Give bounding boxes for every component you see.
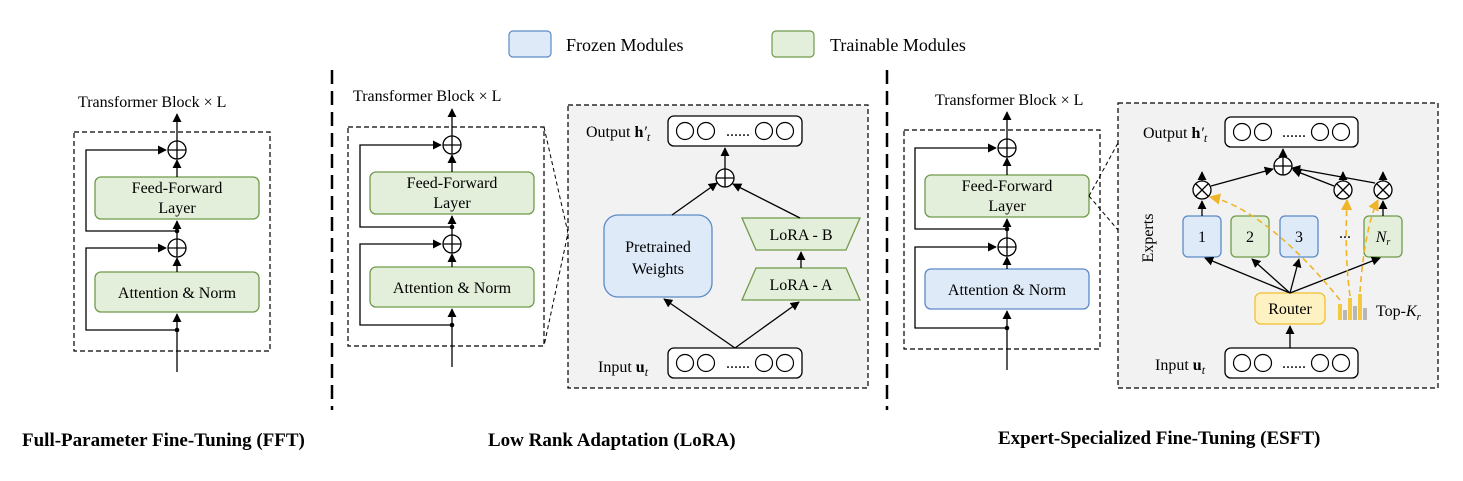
esft-router-label: Router: [1268, 301, 1312, 318]
lora-block-frame: [347, 126, 545, 347]
esft-topk-label: Top-Kr: [1376, 303, 1422, 323]
esft-gates: [1192, 180, 1393, 200]
expert-label-3: 3: [1295, 229, 1303, 246]
legend-frozen-swatch: [508, 30, 552, 58]
lora-input-dots: ......: [726, 355, 750, 372]
lora-ffn-line2: Layer: [433, 195, 471, 212]
esft-caption: Expert-Specialized Fine-Tuning (ESFT): [998, 428, 1320, 449]
esft-block-frame: [903, 129, 1101, 350]
legend-frozen-label: Frozen Modules: [566, 35, 683, 55]
routing-weight-arrow-1: [1208, 193, 1341, 301]
esft-experts-label: Experts: [1140, 214, 1157, 263]
expert-label-1: 1: [1198, 229, 1206, 246]
fft-attention-norm-label: Attention & Norm: [118, 285, 237, 302]
expert-label-2: 2: [1246, 229, 1254, 246]
lora-a-label: LoRA - A: [769, 277, 833, 294]
esft-block-label: Transformer Block × L: [935, 92, 1083, 109]
fft-block-frame: [73, 131, 271, 352]
lora-output-label: Output h′t: [586, 124, 651, 144]
esft-input-dots: ......: [1282, 355, 1306, 372]
lora-attention-norm-label: Attention & Norm: [393, 280, 512, 297]
legend: Frozen Modules Trainable Modules: [508, 30, 966, 58]
fft-panel: Transformer Block × L Attention & Norm F…: [22, 94, 305, 451]
lora-b-label: LoRA - B: [769, 227, 832, 244]
fft-caption: Full-Parameter Fine-Tuning (FFT): [22, 430, 305, 451]
lora-pretrained-line1: Pretrained: [625, 239, 691, 256]
esft-ffn-line1: Feed-Forward: [962, 178, 1053, 195]
fft-ffn-line2: Layer: [158, 200, 196, 217]
routing-weight-arrow-2: [1341, 198, 1353, 297]
topk-bar-chart-icon: [1338, 294, 1367, 320]
lora-caption: Low Rank Adaptation (LoRA): [488, 430, 736, 451]
fft-block-label: Transformer Block × L: [78, 94, 226, 111]
esft-input-label: Input ut: [1155, 357, 1206, 377]
lora-ffn-line1: Feed-Forward: [407, 175, 498, 192]
esft-output-dots: ......: [1282, 124, 1306, 141]
esft-panel: Transformer Block × L Attention & Norm F…: [903, 92, 1439, 449]
esft-output-label: Output h′t: [1143, 125, 1208, 145]
lora-output-dots: ......: [726, 123, 750, 140]
lora-pretrained-line2: Weights: [632, 261, 684, 278]
fft-ffn-line1: Feed-Forward: [132, 180, 223, 197]
lora-panel: Transformer Block × L Attention & Norm F…: [347, 88, 869, 451]
expert-label-ellipsis: ...: [1339, 225, 1351, 242]
expert-box-2: [1230, 215, 1270, 258]
lora-pretrained-weights: [603, 214, 713, 298]
esft-zoom-lines: [1088, 142, 1119, 231]
lora-a-module: [741, 267, 861, 301]
lora-input-label: Input ut: [598, 359, 649, 379]
lora-block-label: Transformer Block × L: [353, 88, 501, 105]
lora-b-module: [741, 217, 861, 251]
routing-weight-arrow-3: [1359, 198, 1379, 293]
legend-trainable-label: Trainable Modules: [830, 35, 966, 55]
lora-zoom-lines: [543, 126, 569, 347]
esft-attention-norm-label: Attention & Norm: [948, 282, 1067, 299]
legend-trainable-swatch: [771, 30, 815, 58]
expert-box-3: [1279, 215, 1319, 258]
esft-ffn-line2: Layer: [988, 198, 1026, 215]
